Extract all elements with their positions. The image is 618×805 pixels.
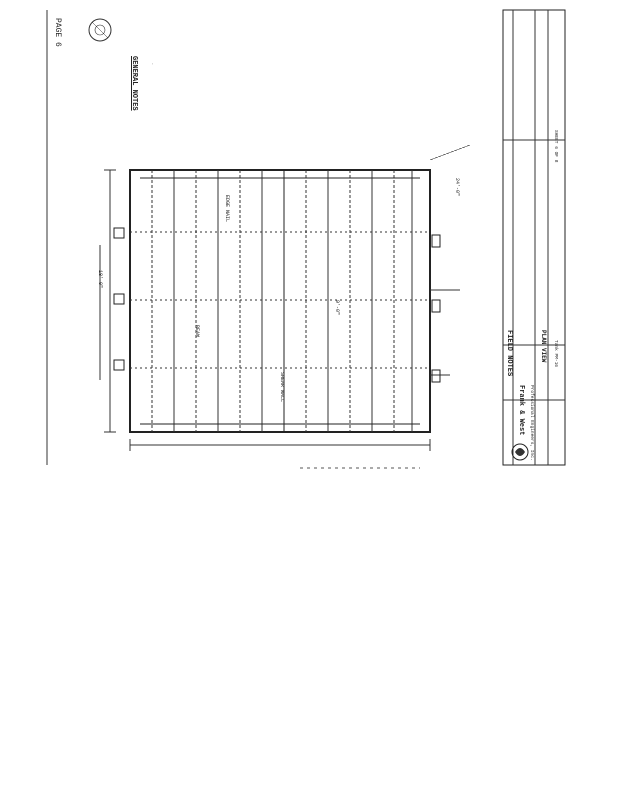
page-number: PAGE 6 [53, 18, 62, 47]
label-shear-wall: SHEAR WALL [279, 372, 285, 403]
firm-name: Frank & West [517, 385, 525, 436]
dim-center: 9'-0" [334, 300, 340, 316]
label-edge-nail: EDGE NAIL [224, 195, 230, 223]
sheet-title: PLAN VIEW [540, 330, 547, 363]
plan-outline [129, 169, 431, 433]
project-line: Tank PM-16 [553, 340, 558, 368]
project-title: FIELD NOTES [505, 330, 513, 377]
firm-logo [511, 443, 529, 461]
general-notes-area: 1) ALL RIGID TRANSFORMER AND PLASTIC SHA… [152, 60, 442, 165]
firm-subtitle: Professional Engineers, Inc. [529, 385, 534, 461]
sheet-number: SHEET 6 OF 8 [553, 130, 558, 163]
plan-drawing [99, 144, 471, 469]
label-beam: BEAM [194, 325, 200, 338]
dim-left: 18'-0" [97, 270, 103, 289]
title-block-frame [502, 9, 566, 466]
pe-seal-stamp [88, 18, 112, 42]
dim-right: 24'-0" [454, 178, 460, 197]
general-notes-heading: GENERAL NOTES [130, 56, 138, 111]
